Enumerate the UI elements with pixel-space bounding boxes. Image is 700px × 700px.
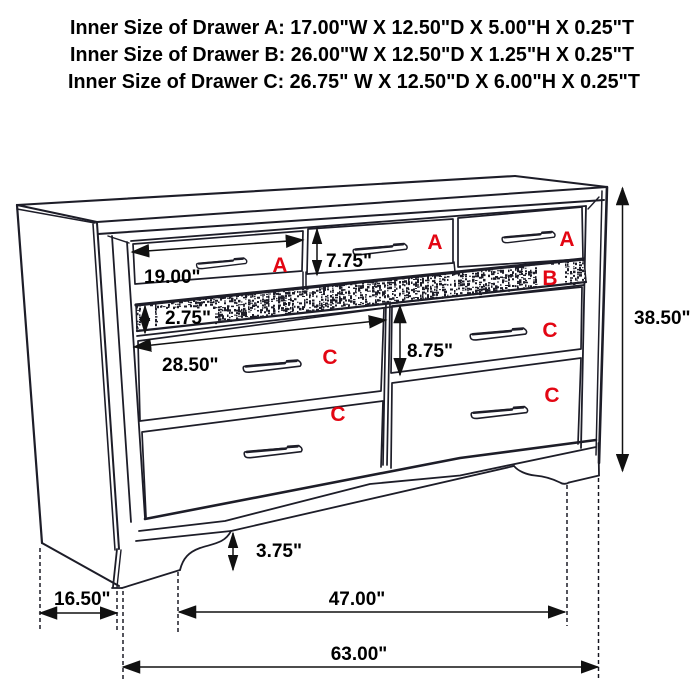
svg-text:63.00": 63.00": [331, 644, 388, 665]
svg-text:19.00": 19.00": [144, 267, 201, 288]
svg-text:8.75": 8.75": [407, 341, 453, 362]
svg-text:A: A: [559, 228, 574, 251]
svg-text:47.00": 47.00": [329, 589, 386, 610]
svg-text:3.75": 3.75": [256, 541, 302, 562]
svg-text:A: A: [427, 231, 442, 254]
svg-text:16.50": 16.50": [54, 589, 111, 610]
svg-text:7.75": 7.75": [326, 251, 372, 272]
svg-text:Inner Size of Drawer B: 26.00": Inner Size of Drawer B: 26.00"W X 12.50"…: [70, 44, 634, 66]
svg-text:Inner Size of Drawer A: 17.00": Inner Size of Drawer A: 17.00"W X 12.50"…: [70, 17, 634, 39]
svg-text:38.50": 38.50": [634, 308, 691, 329]
svg-text:C: C: [330, 403, 345, 426]
svg-text:C: C: [322, 346, 337, 369]
svg-text:C: C: [542, 319, 557, 342]
svg-text:2.75": 2.75": [165, 308, 211, 329]
svg-text:B: B: [542, 267, 557, 290]
svg-text:28.50": 28.50": [162, 355, 219, 376]
svg-text:Inner Size of Drawer C: 26.75": Inner Size of Drawer C: 26.75" W X 12.50…: [68, 71, 640, 93]
svg-text:A: A: [272, 254, 287, 277]
svg-text:C: C: [544, 384, 559, 407]
